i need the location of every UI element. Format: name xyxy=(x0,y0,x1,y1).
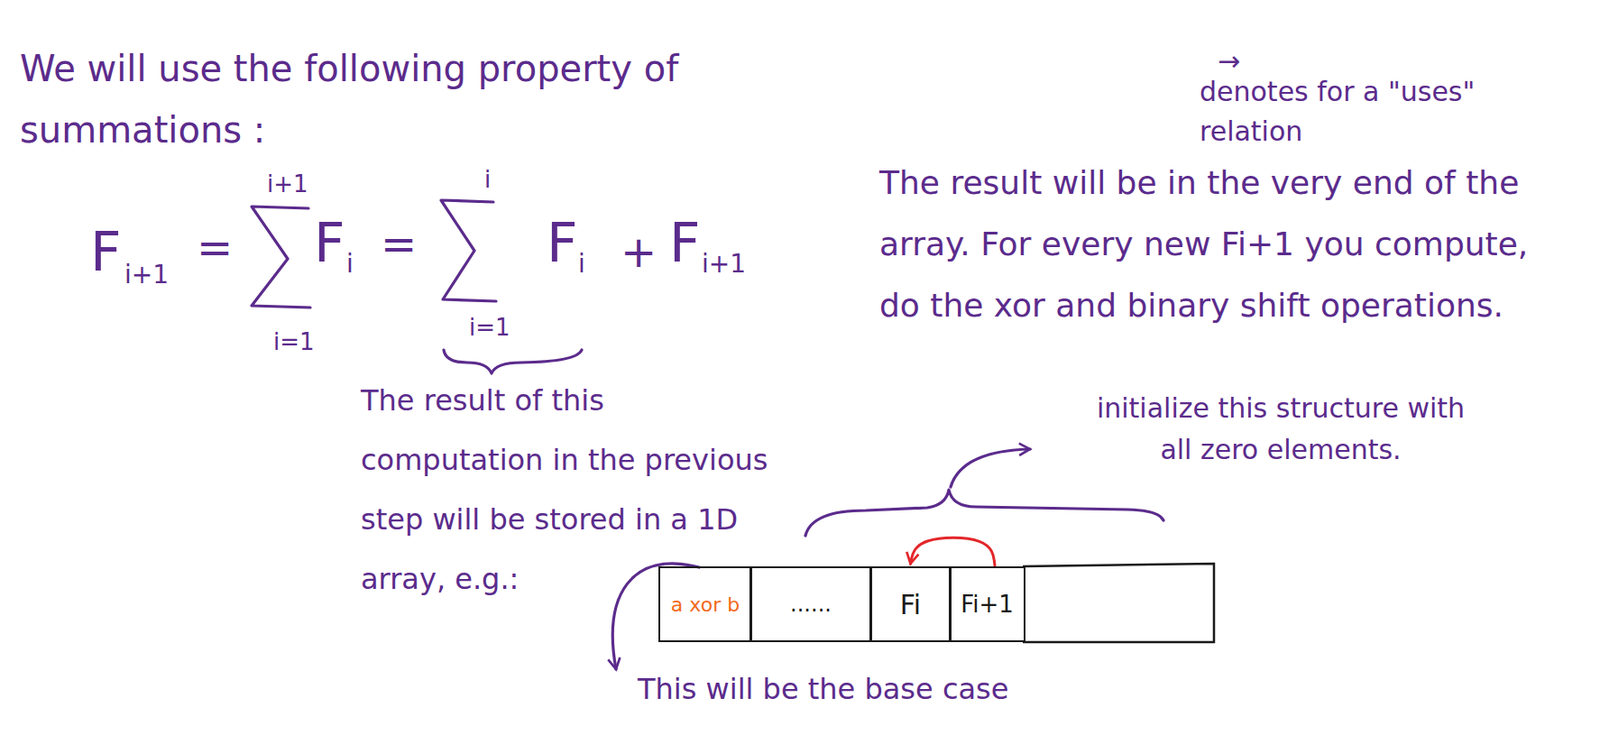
sum-limit: i=1 xyxy=(468,313,511,342)
formula-subscript: i+1 xyxy=(701,248,746,280)
array-empty-cell xyxy=(1022,563,1214,643)
pointer-arrow xyxy=(950,449,1030,488)
array-cell: ...... xyxy=(749,566,873,643)
cell-text: ...... xyxy=(790,591,832,617)
formula-operator: = xyxy=(380,217,417,270)
formula-symbol: F xyxy=(313,210,346,276)
leader-arrow xyxy=(612,563,699,670)
formula-subscript: i xyxy=(346,248,354,280)
formula-symbol: F xyxy=(669,210,701,276)
note-text: We will use the following property of su… xyxy=(19,37,742,161)
formula-subscript: i xyxy=(578,248,586,280)
array-cell: Fi+1 xyxy=(948,566,1026,643)
cell-text: Fi+1 xyxy=(960,590,1014,618)
under-brace xyxy=(443,349,582,374)
formula-operator: + xyxy=(620,225,657,278)
sigma-symbol xyxy=(441,200,497,302)
formula-subscript: i+1 xyxy=(124,259,169,291)
sum-limit: i+1 xyxy=(266,170,309,199)
note-text: denotes for a "uses" relation xyxy=(1199,72,1507,152)
cell-text: Fi xyxy=(900,588,921,621)
sum-limit: i xyxy=(484,165,491,194)
cell-text: a xor b xyxy=(671,593,740,617)
sum-limit: i=1 xyxy=(273,328,315,357)
formula-symbol: F xyxy=(546,210,579,276)
formula-operator: = xyxy=(196,220,233,274)
note-text: This will be the base case xyxy=(637,671,1009,707)
formula-symbol: F xyxy=(90,219,122,285)
note-text: The result will be in the very end of th… xyxy=(879,152,1579,337)
note-text: The result of this computation in the pr… xyxy=(360,370,783,609)
uses-arrow xyxy=(910,537,996,566)
note-text: initialize this structure with all zero … xyxy=(1082,387,1480,471)
arrow-symbol: → xyxy=(1217,45,1241,78)
array-cell: Fi xyxy=(869,566,952,643)
sigma-symbol xyxy=(251,206,311,308)
array-cell: a xor b xyxy=(658,566,753,643)
over-brace xyxy=(805,489,1164,536)
